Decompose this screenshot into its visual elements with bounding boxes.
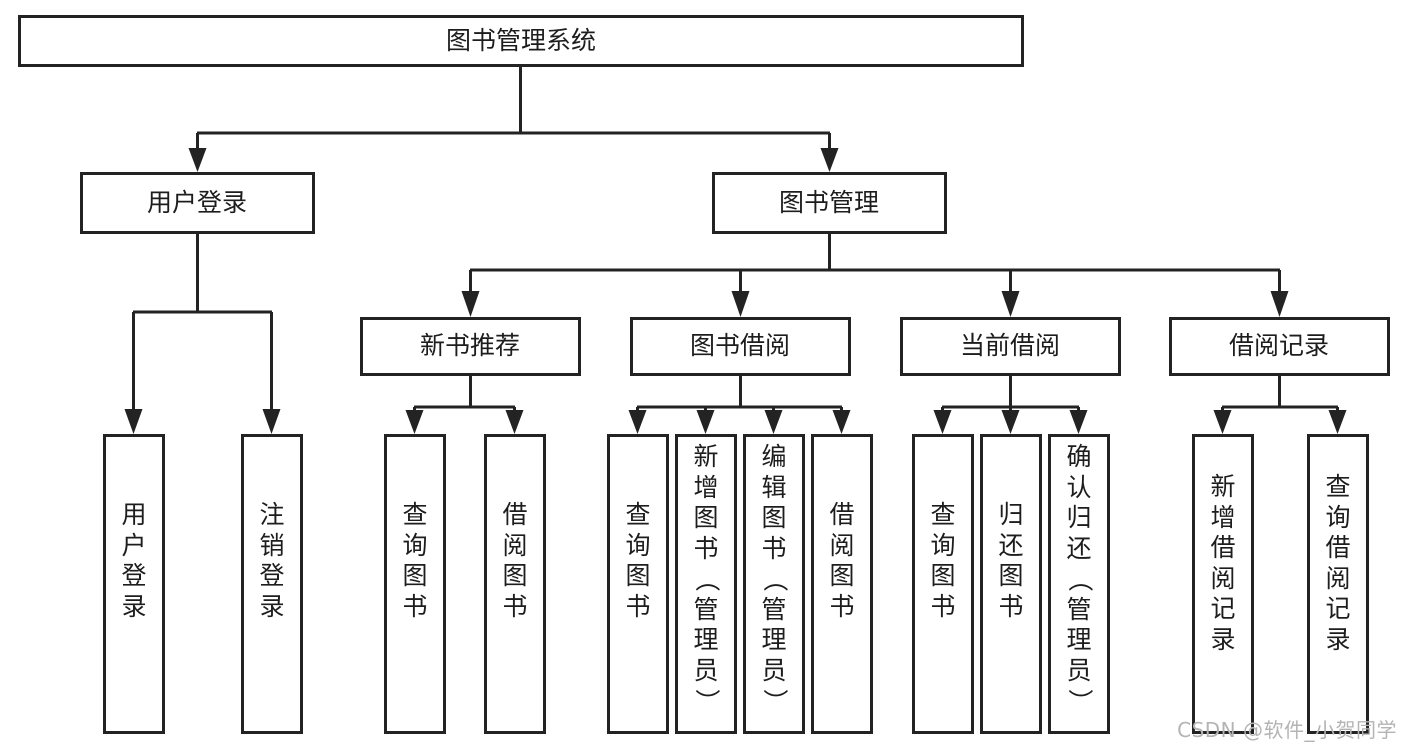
- node-label-new-book-recommend: 新书推荐: [420, 331, 520, 360]
- arrowhead-leaf-1: [262, 409, 281, 434]
- arrowhead-leaf-6: [764, 410, 783, 434]
- arrowhead-leaf-8: [933, 410, 952, 434]
- node-box-leaf-5[interactable]: [675, 434, 737, 734]
- node-box-leaf-4[interactable]: [607, 434, 669, 734]
- node-label-book-management: 图书管理: [779, 188, 879, 217]
- node-box-leaf-12[interactable]: [1307, 434, 1369, 734]
- node-boxes: [18, 15, 1390, 734]
- node-label-user-login: 用户登录: [147, 188, 247, 217]
- node-box-leaf-1[interactable]: [241, 434, 303, 734]
- node-box-leaf-8[interactable]: [912, 434, 974, 734]
- node-label-root: 图书管理系统: [446, 26, 596, 55]
- node-box-new-book-recommend[interactable]: [360, 317, 581, 376]
- node-box-leaf-11[interactable]: [1192, 434, 1254, 734]
- arrowhead-leaf-3: [505, 410, 524, 434]
- arrowhead-l3-2: [1001, 291, 1020, 317]
- node-label-current-borrow: 当前借阅: [960, 331, 1060, 360]
- node-box-current-borrow[interactable]: [900, 317, 1121, 376]
- node-box-leaf-3[interactable]: [484, 434, 546, 734]
- node-box-borrow-record[interactable]: [1169, 317, 1390, 376]
- node-label-book-borrow: 图书借阅: [690, 331, 790, 360]
- node-box-user-login[interactable]: [80, 172, 315, 234]
- horizontal-labels: 图书管理系统 用户登录 图书管理 新书推荐 图书借阅 当前借阅 借阅记录: [147, 26, 1329, 360]
- arrowhead-leaf-0: [124, 409, 143, 434]
- node-box-leaf-0[interactable]: [103, 434, 165, 734]
- node-label-borrow-record: 借阅记录: [1229, 331, 1329, 360]
- arrowhead-l3-0: [461, 291, 480, 317]
- node-box-leaf-10[interactable]: [1048, 434, 1110, 734]
- node-box-leaf-6[interactable]: [743, 434, 805, 734]
- arrowhead-leaf-2: [405, 410, 424, 434]
- node-box-root[interactable]: [18, 15, 1024, 67]
- connectors: [124, 65, 1347, 434]
- node-box-leaf-9[interactable]: [980, 434, 1042, 734]
- arrowhead-leaf-5: [696, 410, 715, 434]
- arrowhead-leaf-9: [1001, 410, 1020, 434]
- arrowhead-leaf-12: [1328, 410, 1347, 434]
- csdn-watermark: CSDN @软件_小贺同学: [1177, 718, 1397, 742]
- node-box-book-borrow[interactable]: [630, 317, 851, 376]
- arrowhead-l2-1: [820, 148, 839, 172]
- arrowhead-leaf-4: [628, 410, 647, 434]
- arrowhead-l2-0: [188, 148, 207, 172]
- arrowhead-l3-1: [731, 291, 750, 317]
- arrowhead-l3-3: [1270, 291, 1289, 317]
- node-box-leaf-7[interactable]: [811, 434, 873, 734]
- arrowhead-leaf-7: [832, 410, 851, 434]
- node-box-leaf-2[interactable]: [384, 434, 446, 734]
- arrowhead-leaf-11: [1213, 410, 1232, 434]
- arrowhead-leaf-10: [1069, 410, 1088, 434]
- node-box-book-management[interactable]: [712, 172, 947, 234]
